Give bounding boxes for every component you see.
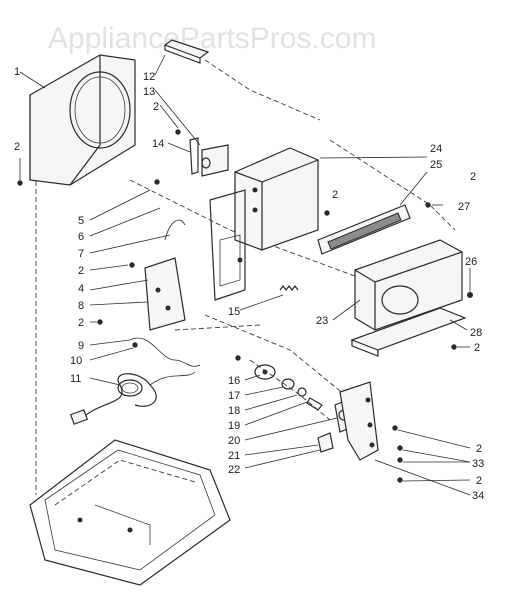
label-10: 10 bbox=[70, 355, 82, 367]
label-15: 15 bbox=[228, 306, 240, 318]
label-19: 19 bbox=[228, 420, 240, 432]
label-1: 1 bbox=[14, 66, 20, 78]
label-16: 16 bbox=[228, 375, 240, 387]
label-5: 5 bbox=[78, 215, 84, 227]
label-2: 2 bbox=[14, 141, 20, 153]
label-2: 2 bbox=[153, 101, 159, 113]
label-24: 24 bbox=[430, 143, 442, 155]
label-20: 20 bbox=[228, 435, 240, 447]
label-2: 2 bbox=[476, 443, 482, 455]
part-mounting-plate bbox=[144, 257, 186, 331]
part-front-panel bbox=[29, 54, 136, 186]
label-2: 2 bbox=[476, 475, 482, 487]
label-11: 11 bbox=[70, 373, 81, 385]
label-25: 25 bbox=[430, 159, 442, 171]
label-12: 12 bbox=[143, 71, 155, 83]
screws bbox=[17, 129, 473, 483]
reference-labels: 1 2 12 13 2 14 24 25 2 2 27 5 6 7 2 4 8 … bbox=[14, 66, 484, 502]
label-6: 6 bbox=[78, 231, 84, 243]
part-power-cord bbox=[69, 371, 196, 425]
label-21: 21 bbox=[228, 450, 240, 462]
label-2: 2 bbox=[78, 265, 84, 277]
label-23: 23 bbox=[316, 315, 328, 327]
label-22: 22 bbox=[228, 464, 240, 476]
part-base-tray bbox=[29, 439, 231, 586]
part-spring bbox=[279, 285, 299, 291]
label-7: 7 bbox=[78, 248, 84, 260]
label-2: 2 bbox=[470, 171, 476, 183]
part-controls bbox=[254, 364, 357, 453]
label-2: 2 bbox=[332, 189, 338, 201]
part-control-housing bbox=[209, 147, 319, 301]
label-2: 2 bbox=[78, 317, 84, 329]
label-33: 33 bbox=[472, 458, 484, 470]
leader-lines bbox=[19, 54, 471, 496]
label-18: 18 bbox=[228, 405, 240, 417]
part-control-bracket bbox=[339, 381, 379, 461]
part-grille bbox=[317, 204, 411, 255]
part-top-strip bbox=[163, 39, 210, 64]
label-27: 27 bbox=[458, 201, 470, 213]
label-28: 28 bbox=[470, 327, 482, 339]
label-26: 26 bbox=[465, 256, 477, 268]
part-blower-tray bbox=[350, 239, 467, 357]
label-9: 9 bbox=[78, 340, 84, 352]
label-4: 4 bbox=[78, 283, 84, 295]
label-17: 17 bbox=[228, 390, 240, 402]
label-8: 8 bbox=[78, 300, 84, 312]
watermark-text: AppliancePartsPros.com bbox=[48, 22, 376, 55]
label-13: 13 bbox=[143, 86, 155, 98]
label-34: 34 bbox=[472, 490, 484, 502]
label-2: 2 bbox=[474, 342, 480, 354]
part-bracket-capacitor bbox=[189, 137, 229, 177]
label-14: 14 bbox=[152, 138, 164, 150]
